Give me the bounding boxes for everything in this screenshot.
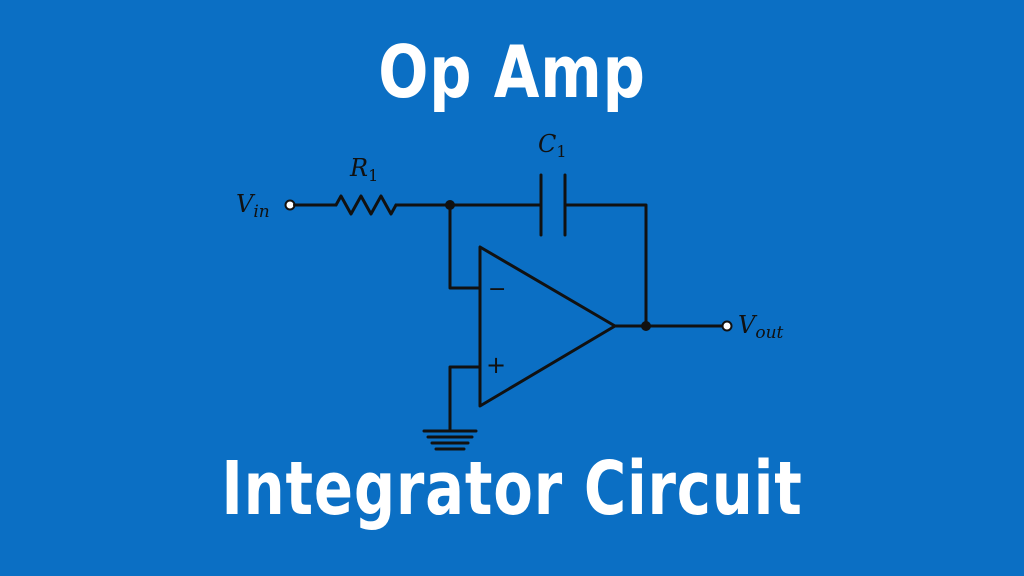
r1-label: R1: [349, 154, 378, 185]
vin-label: Vin: [236, 190, 270, 222]
junction-node-output: [641, 321, 651, 331]
vout-label: Vout: [738, 311, 784, 343]
resistor-r1: [334, 194, 398, 216]
vout-terminal: [721, 320, 733, 332]
wire-node-inverting-input: [448, 203, 482, 290]
wire-noninverting-ground: [448, 365, 482, 433]
non-inverting-input-sign: +: [486, 351, 506, 379]
title-integrator-circuit: Integrator Circuit: [221, 446, 803, 532]
inverting-input-sign: −: [488, 277, 506, 302]
c1-label: C1: [538, 130, 567, 161]
wire-c1-output: [563, 203, 648, 328]
ground-icon: [422, 429, 478, 451]
op-amp-triangle: [478, 245, 617, 408]
title-op-amp: Op Amp: [378, 30, 646, 114]
